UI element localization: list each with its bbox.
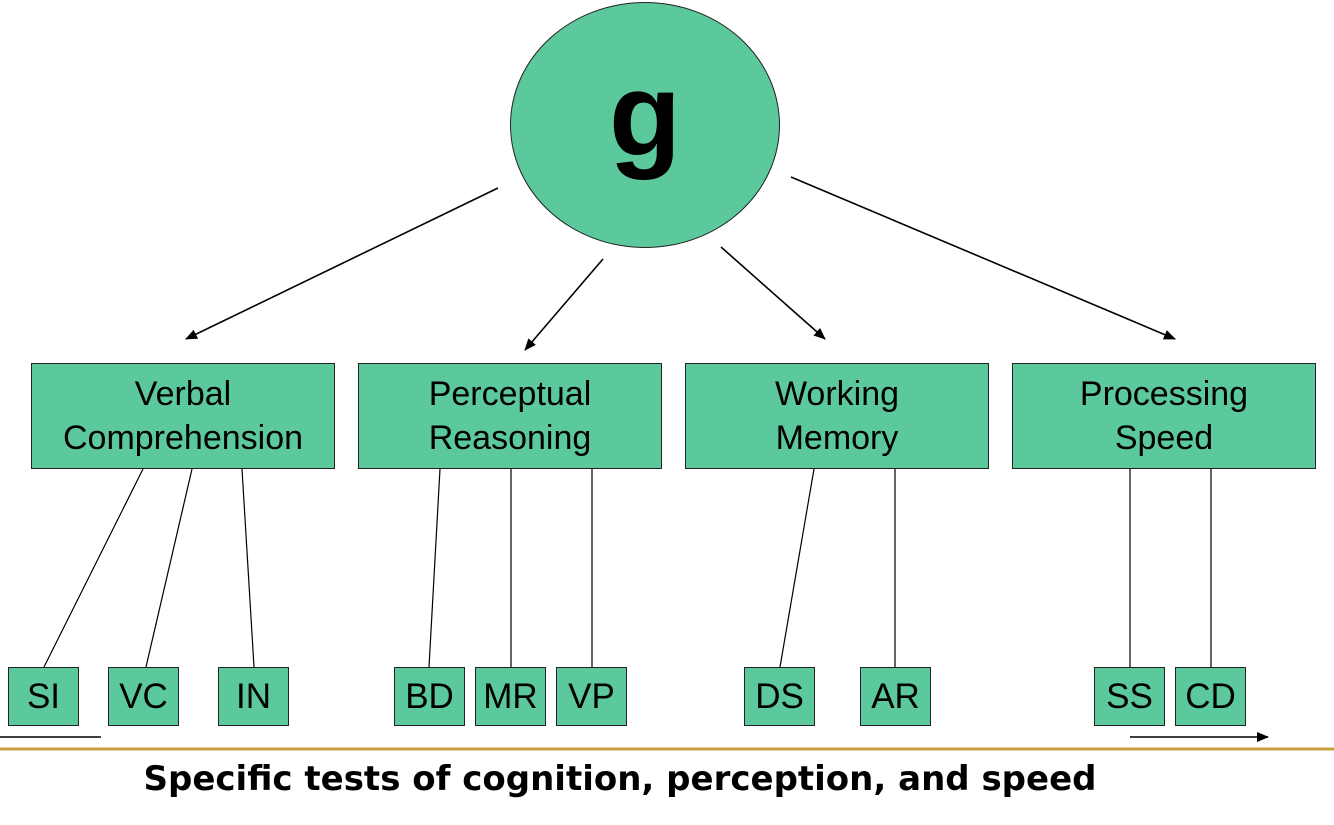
factor-label-line1: Perceptual (428, 375, 592, 413)
general-factor-label: g (608, 49, 682, 181)
arrow-g-to-perceptual (524, 258, 604, 351)
link-verbal-in (241, 468, 255, 668)
test-node-si: SI (8, 667, 79, 726)
test-node-ss: SS (1094, 667, 1165, 726)
test-node-vp: VP (556, 667, 627, 726)
test-node-ar: AR (860, 667, 931, 726)
test-label: VC (119, 677, 168, 716)
test-label: VP (568, 677, 615, 716)
factor-working-memory: Working Memory (685, 363, 989, 469)
general-factor-node: g (510, 2, 780, 248)
arrow-g-to-verbal (185, 187, 499, 340)
factor-perceptual-reasoning: Perceptual Reasoning (358, 363, 662, 469)
link-verbal-si (43, 468, 144, 668)
test-node-mr: MR (475, 667, 546, 726)
test-node-in: IN (218, 667, 289, 726)
link-working-memory-ds (779, 468, 815, 668)
test-label: BD (405, 677, 454, 716)
factor-processing-speed: Processing Speed (1012, 363, 1316, 469)
test-label: CD (1185, 677, 1236, 716)
arrow-g-to-processing-speed (790, 176, 1176, 340)
test-label: IN (236, 677, 271, 716)
test-label: SI (26, 677, 61, 716)
factor-verbal-comprehension: Verbal Comprehension (31, 363, 335, 469)
test-label: AR (871, 677, 920, 716)
diagram-caption: Specific tests of cognition, perception,… (143, 759, 1097, 799)
factor-label-line1: Processing (1079, 375, 1249, 413)
factor-label-line1: Working (774, 375, 900, 413)
arrow-g-to-working-memory (720, 246, 826, 340)
factor-label-line2: Comprehension (62, 419, 304, 457)
test-node-ds: DS (744, 667, 815, 726)
test-label: SS (1106, 677, 1153, 716)
factor-label-line1: Verbal (134, 375, 232, 413)
test-label: DS (755, 677, 804, 716)
test-node-cd: CD (1175, 667, 1246, 726)
test-label: MR (483, 677, 538, 716)
factor-label-line2: Reasoning (428, 419, 592, 457)
link-verbal-vc (145, 468, 193, 668)
factor-label-line2: Speed (1114, 419, 1214, 457)
test-node-bd: BD (394, 667, 465, 726)
factor-label-line2: Memory (775, 419, 899, 457)
test-node-vc: VC (108, 667, 179, 726)
link-perceptual-bd (428, 468, 441, 668)
